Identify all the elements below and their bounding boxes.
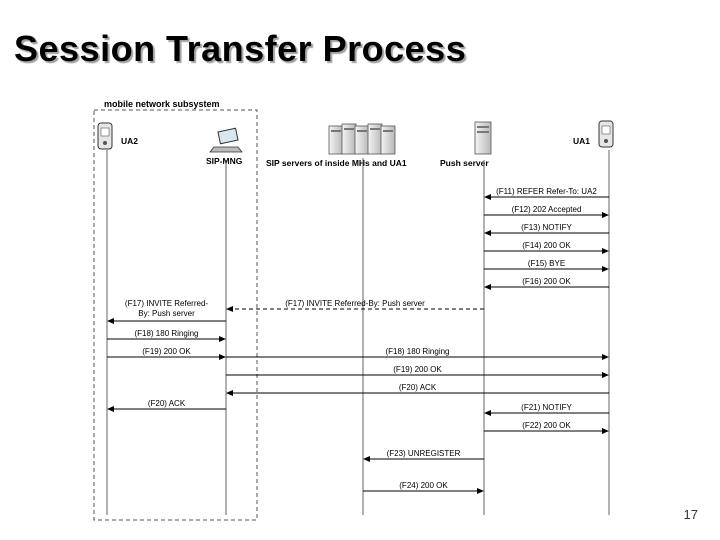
message-label: (F19) 200 OK [142, 347, 191, 356]
push-server-icon [474, 121, 492, 155]
message-label: (F13) NOTIFY [521, 223, 572, 232]
page-number: 17 [683, 507, 698, 522]
message-arrowhead [602, 212, 609, 218]
message-label: (F11) REFER Refer-To: UA2 [496, 187, 597, 196]
message-arrowhead [602, 354, 609, 360]
message-label: (F14) 200 OK [522, 241, 571, 250]
message-arrowhead [602, 266, 609, 272]
message-label: (F20) ACK [148, 399, 186, 408]
ua1-phone-icon [598, 120, 614, 148]
message-arrowhead [602, 428, 609, 434]
entity-label-ua2: UA2 [121, 136, 138, 146]
message-arrowhead [107, 318, 114, 324]
message-label: (F16) 200 OK [522, 277, 571, 286]
message-arrowhead [226, 390, 233, 396]
message-arrowhead [107, 406, 114, 412]
entity-label-sipservers: SIP servers of inside MHs and UA1 [266, 158, 407, 168]
slide-title: Session Transfer Process [14, 28, 467, 69]
message-label: (F15) BYE [528, 259, 565, 268]
message-label: (F18) 180 Ringing [134, 329, 198, 338]
subsystem-label: mobile network subsystem [104, 99, 220, 109]
message-arrowhead [484, 410, 491, 416]
message-label: (F17) INVITE Referred-By: Push server [125, 299, 208, 318]
entity-label-sipmng: SIP-MNG [206, 156, 243, 166]
message-label: (F12) 202 Accepted [512, 205, 582, 214]
message-label: (F24) 200 OK [399, 481, 448, 490]
message-arrowhead [484, 230, 491, 236]
message-label: (F22) 200 OK [522, 421, 571, 430]
message-label: (F17) INVITE Referred-By: Push server [285, 299, 425, 308]
message-label: (F19) 200 OK [393, 365, 442, 374]
message-arrowhead [484, 194, 491, 200]
subsystem-box [93, 109, 258, 521]
message-arrows: (F11) REFER Refer-To: UA2 (F12) 202 Accep… [107, 187, 609, 494]
message-label: (F18) 180 Ringing [385, 347, 449, 356]
message-label: (F20) ACK [399, 383, 437, 392]
entity-label-ua1: UA1 [573, 136, 590, 146]
message-arrowhead [219, 354, 226, 360]
message-label: (F21) NOTIFY [521, 403, 572, 412]
message-arrowhead [477, 488, 484, 494]
message-arrowhead [226, 306, 233, 312]
message-arrowhead [602, 372, 609, 378]
message-arrowhead [219, 336, 226, 342]
sipmng-laptop-icon [209, 127, 243, 153]
message-label: (F23) UNREGISTER [387, 449, 461, 458]
ua2-phone-icon [97, 122, 113, 150]
message-arrowhead [602, 248, 609, 254]
message-arrowhead [363, 456, 370, 462]
sipservers-server-group-icon [328, 123, 396, 155]
message-arrowhead [484, 284, 491, 290]
entity-label-push: Push server [440, 158, 489, 168]
